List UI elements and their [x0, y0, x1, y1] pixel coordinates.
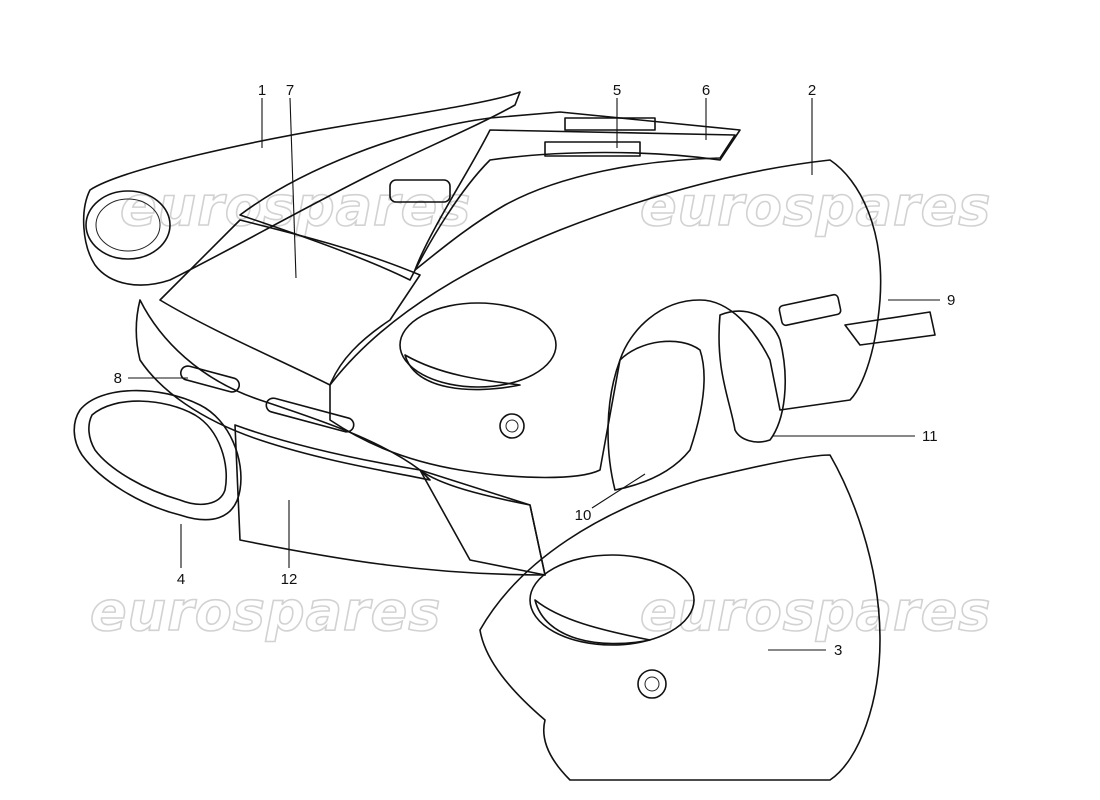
watermark-text: eurospares	[640, 175, 991, 238]
part-undertray	[234, 424, 546, 576]
callout-label-5: 5	[613, 82, 621, 99]
part-inner-arch-rear	[718, 310, 786, 443]
watermark-text: eurospares	[90, 580, 441, 643]
part-front-valance	[135, 299, 431, 481]
leader-lines	[128, 97, 940, 651]
part-bonnet	[159, 219, 421, 386]
part-front-wing	[479, 454, 881, 781]
callout-label-4: 4	[177, 571, 185, 588]
callout-label-8: 8	[114, 370, 122, 387]
watermark-text: eurospares	[640, 580, 991, 643]
callout-label-10: 10	[575, 507, 592, 524]
callout-label-6: 6	[702, 82, 710, 99]
part-nose-panel	[82, 91, 521, 286]
callout-labels: 1 7 5 6 2 9 8 11 10 4 12 3	[114, 82, 956, 659]
callout-label-3: 3	[834, 642, 842, 659]
part-side-wing	[329, 159, 882, 479]
callout-label-1: 1	[258, 82, 266, 99]
callout-label-12: 12	[281, 571, 298, 588]
part-inner-arch-front	[607, 340, 705, 491]
callout-label-7: 7	[286, 82, 294, 99]
callout-label-9: 9	[947, 292, 955, 309]
part-cowl-frame	[239, 111, 741, 281]
watermark-text: eurospares	[120, 175, 471, 238]
callout-label-11: 11	[922, 428, 938, 445]
callout-label-2: 2	[808, 82, 816, 99]
part-headlamp-surround	[73, 389, 242, 521]
part-side-vent	[844, 311, 936, 346]
